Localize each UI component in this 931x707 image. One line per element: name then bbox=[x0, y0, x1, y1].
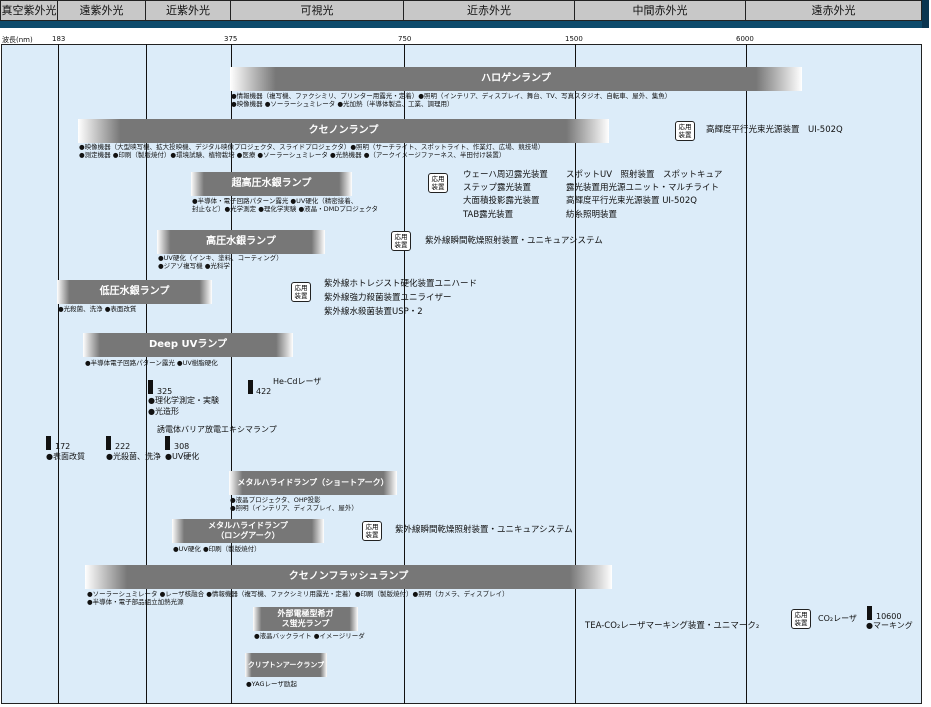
lamp-note: 封止など）●光学測定 ●理化学実験 ●液晶・DMDプロジェクタ bbox=[192, 205, 379, 213]
excimer-lamp-label: 誘電体バリア放電エキシマランプ bbox=[157, 425, 277, 434]
region-near-uv: 近紫外光 bbox=[146, 0, 231, 21]
lamp-note: ●液晶プロジェクタ、OHP投影 bbox=[230, 496, 321, 504]
application-product: ウェーハ周辺露光装置 bbox=[463, 170, 548, 180]
lamp-krypton-arc: クリプトンアークランプ bbox=[245, 653, 327, 677]
application-product: 紫外線瞬間乾燥照射装置・ユニキュアシステム bbox=[395, 525, 573, 535]
tick-375: 375 bbox=[224, 35, 238, 43]
lamp-note: ●映像機器（大型映写機、拡大投映機、デジタル映像プロジェクタ、スライドプロジェク… bbox=[79, 143, 545, 151]
application-product: TEA-CO₂レーザマーキング装置・ユニマーク₂ bbox=[585, 621, 760, 631]
tick-183: 183 bbox=[52, 35, 66, 43]
lamp-note: ●情報機器（複写機、ファクシミリ、プリンター用露光・定着）●照明（インテリア、デ… bbox=[231, 92, 672, 100]
application-badge: 応用装置 bbox=[675, 121, 695, 141]
he-cd-laser-label: He-Cdレーザ bbox=[273, 377, 322, 386]
application-badge: 応用装置 bbox=[362, 521, 382, 541]
lamp-xenon: クセノンランプ bbox=[78, 119, 609, 143]
lamp-note: ●液晶バックライト ●イメージリーダ bbox=[254, 632, 365, 640]
divider bbox=[231, 44, 232, 704]
region-mid-ir: 中間赤外光 bbox=[575, 0, 746, 21]
wavelength-172: 172 bbox=[55, 442, 71, 451]
region-near-ir: 近赤外光 bbox=[404, 0, 575, 21]
lamp-note: ●ジアゾ複写機 ●光科学 bbox=[158, 262, 230, 270]
lamp-note: ●照明（インテリア、ディスプレイ、屋外） bbox=[230, 504, 358, 512]
header-band bbox=[0, 21, 922, 28]
lamp-low-pressure-mercury: 低圧水銀ランプ bbox=[57, 280, 212, 304]
application-product: 大面積投影露光装置 bbox=[463, 196, 540, 206]
lamp-deep-uv: Deep UVランプ bbox=[83, 333, 293, 357]
wavelength-308: 308 bbox=[174, 442, 190, 451]
lamp-external-electrode-fluorescent: 外部電極型希ガス蛍光ランプ bbox=[253, 607, 358, 631]
application-product: 高輝度平行光束光源装置 UI-502Q bbox=[706, 125, 843, 135]
application-product: 紫外線水殺菌装置USP・2 bbox=[324, 307, 423, 317]
chart-panel bbox=[1, 44, 922, 704]
lamp-note: ●半導体電子回路パターン露光 ●UV樹脂硬化 bbox=[85, 359, 218, 367]
lamp-high-pressure-mercury: 高圧水銀ランプ bbox=[157, 230, 325, 254]
application-badge: 応用装置 bbox=[428, 173, 448, 193]
region-far-ir: 遠赤外光 bbox=[746, 0, 922, 21]
lamp-note: ●YAGレーザ励起 bbox=[246, 680, 297, 688]
application-product: 高輝度平行光束光源装置 UI-502Q bbox=[566, 196, 697, 206]
line-marker-308 bbox=[165, 436, 170, 450]
lamp-note: ●UV硬化（インキ、塗料、コーティング） bbox=[158, 254, 283, 262]
lamp-note: ●半導体・電子回路パターン露光 ●UV硬化（精密接着、 bbox=[192, 197, 358, 205]
lamp-xenon-flash: クセノンフラッシュランプ bbox=[85, 565, 612, 589]
lamp-note: ●ソーラーシュミレータ ●レーザ核融合 ●情報機器（複写機、ファクシミリ用露光・… bbox=[87, 590, 509, 598]
lamp-note: ●光殺菌、洗浄 ●表面改質 bbox=[58, 305, 137, 313]
header-band-shadow bbox=[922, 0, 929, 28]
wavelength-222: 222 bbox=[115, 442, 131, 451]
use-note: ●UV硬化 bbox=[165, 452, 200, 461]
application-product: TAB露光装置 bbox=[463, 210, 514, 220]
tick-1500: 1500 bbox=[565, 35, 583, 43]
line-marker-222 bbox=[106, 436, 111, 450]
use-note: ●マーキング bbox=[866, 621, 913, 630]
application-product: ステップ露光装置 bbox=[463, 183, 532, 193]
region-visible: 可視光 bbox=[231, 0, 404, 21]
use-note: ●理化学測定・実験 bbox=[148, 396, 219, 405]
region-far-uv: 遠紫外光 bbox=[58, 0, 146, 21]
lamp-metal-halide-long-arc: メタルハライドランプ（ロングアーク） bbox=[172, 519, 324, 543]
divider bbox=[58, 44, 59, 704]
axis-label: 波長(nm) bbox=[2, 36, 33, 44]
wavelength-325: 325 bbox=[157, 387, 173, 396]
lamp-note: ●測定機器 ●印刷（製版焼付）●環境試験、植物栽培 ●医療 ●ソーラーシュミレー… bbox=[79, 151, 506, 159]
lamp-metal-halide-short-arc: メタルハライドランプ（ショートアーク） bbox=[229, 471, 397, 495]
use-note: ●光殺菌、洗浄 bbox=[106, 452, 161, 461]
region-vacuum-uv: 真空紫外光 bbox=[0, 0, 58, 21]
divider bbox=[146, 44, 147, 704]
line-marker-325 bbox=[148, 380, 153, 394]
lamp-ultra-high-pressure-mercury: 超高圧水銀ランプ bbox=[191, 172, 352, 196]
divider bbox=[575, 44, 576, 704]
application-badge: 応用装置 bbox=[791, 609, 811, 629]
application-product: 紡糸照明装置 bbox=[566, 210, 618, 220]
tick-6000: 6000 bbox=[736, 35, 754, 43]
tick-750: 750 bbox=[398, 35, 412, 43]
wavelength-10600: 10600 bbox=[876, 612, 902, 621]
application-product: スポットUV 照射装置 スポットキュア bbox=[566, 170, 723, 180]
lamp-note: ●映像機器 ●ソーラーシュミレータ ●光加熱（半導体製造、工業、調理用） bbox=[231, 100, 454, 108]
co2-laser-label: CO₂レーザ bbox=[818, 614, 857, 623]
use-note: ●表面改質 bbox=[46, 452, 85, 461]
divider bbox=[746, 44, 747, 704]
lamp-halogen: ハロゲンランプ bbox=[230, 67, 802, 91]
use-note: ●光造形 bbox=[148, 407, 179, 416]
line-marker-422 bbox=[248, 380, 253, 394]
divider bbox=[404, 44, 405, 704]
application-product: 紫外線強力殺菌装置ユニライザー bbox=[324, 293, 452, 303]
wavelength-422: 422 bbox=[256, 387, 272, 396]
lamp-note: ●半導体・電子部品組立加熱光源 bbox=[87, 598, 184, 606]
line-marker-172 bbox=[46, 436, 51, 450]
application-badge: 応用装置 bbox=[391, 231, 411, 251]
line-marker-10600 bbox=[867, 606, 872, 620]
application-product: 紫外線ホトレジスト硬化装置ユニハード bbox=[324, 279, 478, 289]
application-badge: 応用装置 bbox=[291, 282, 311, 302]
application-product: 露光装置用光源ユニット・マルチライト bbox=[566, 183, 720, 193]
application-product: 紫外線瞬間乾燥照射装置・ユニキュアシステム bbox=[425, 236, 603, 246]
lamp-note: ●UV硬化 ●印刷（製版焼付） bbox=[173, 545, 261, 553]
